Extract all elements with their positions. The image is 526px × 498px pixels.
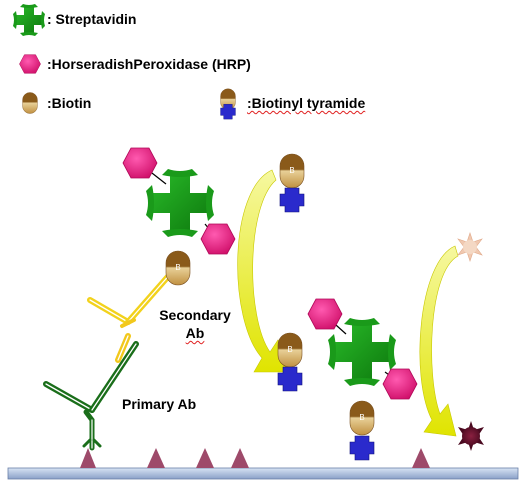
reaction-arrow-left	[237, 169, 289, 373]
tissue-surface	[7, 467, 519, 480]
biotinyl-tyramide-free-tyramide	[279, 187, 305, 213]
legend-streptavidin-icon	[13, 4, 45, 36]
antigen-markers	[80, 448, 430, 468]
streptavidin-left	[146, 169, 214, 237]
biotin-mark: B	[175, 263, 180, 272]
streptavidin-right	[328, 318, 396, 386]
antigen-triangle	[80, 448, 96, 468]
secondary-ab-label-line1: Secondary	[159, 307, 231, 323]
legend-biotin-label: :Biotin	[47, 95, 92, 111]
reaction-arrow-right	[419, 245, 459, 437]
antigen-triangle	[412, 448, 430, 468]
legend-hrp-icon	[19, 54, 41, 74]
biotin-mark: B	[289, 166, 294, 175]
substrate-star-light	[457, 232, 483, 262]
biotin-mark: B	[287, 345, 292, 354]
antigen-triangle	[147, 448, 165, 468]
hrp-right-bottom	[382, 368, 418, 400]
legend-streptavidin-label: : Streptavidin	[47, 11, 137, 27]
secondary-ab-label-line2: Ab	[185, 325, 205, 341]
biotin-mark: B	[359, 413, 364, 422]
antigen-triangle	[196, 448, 214, 468]
secondary-ab-label: Secondary Ab	[150, 306, 240, 342]
primary-antibody	[43, 341, 139, 451]
hrp-right-top	[307, 298, 343, 330]
primary-ab-label: Primary Ab	[122, 396, 197, 412]
hrp-left-bottom	[200, 223, 236, 255]
secondary-antibody	[87, 269, 175, 363]
product-star-dark	[458, 421, 484, 451]
legend-biotinyl-tyramide-icon	[220, 88, 236, 120]
legend-biotinyl-tyramide-label: :Biotinyl tyramide	[247, 95, 366, 111]
legend-biotin-icon	[22, 92, 38, 114]
legend-hrp-label: :HorseradishPeroxidase (HRP)	[47, 56, 251, 72]
deposited-tyramide	[349, 435, 375, 461]
antigen-triangle	[231, 448, 249, 468]
